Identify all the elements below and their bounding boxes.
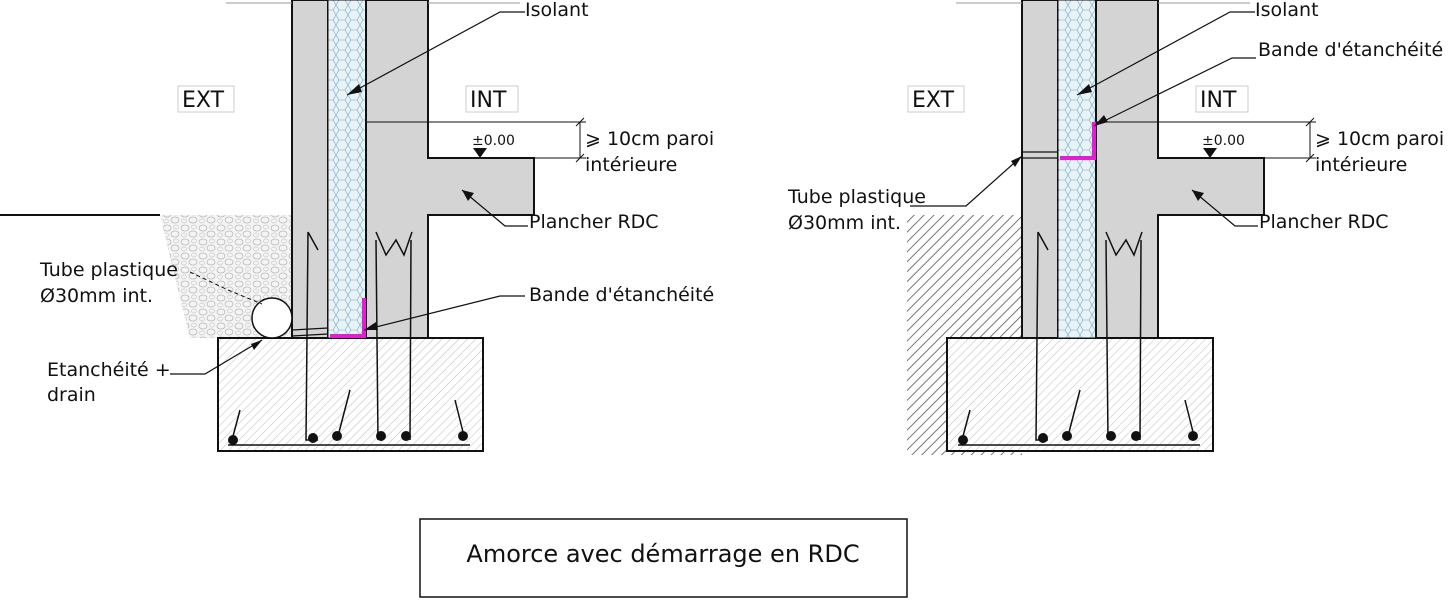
leader-plancher [461,189,528,227]
foundation-footing [946,337,1214,452]
label-level: ±0.00 [472,133,515,149]
label-paroi-1: ⩾ 10cm paroi [585,128,714,150]
leader-isolant [346,11,525,96]
leader-drain [170,339,263,375]
label-ext: EXT [182,88,225,113]
detail-right: EXT INT Isolant Bande d'étanchéité ±0.00… [787,0,1444,455]
detail-left: EXT INT Isolant ±0.00 ⩾ 10cm paroi intér… [0,0,714,452]
label-int: INT [470,88,507,113]
label-drain-1: Etanchéité + [47,359,171,381]
insulation-layer [327,0,367,339]
label-ext: EXT [912,88,955,113]
seal-band [1060,122,1096,160]
foundation-footing [217,337,484,452]
leader-tube [189,271,263,305]
label-tube-1: Tube plastique [787,186,926,208]
label-tube-2: Ø30mm int. [788,212,901,234]
caption-text: Amorce avec démarrage en RDC [466,540,859,568]
label-drain-2: drain [47,384,96,406]
label-level: ±0.00 [1202,133,1245,149]
label-plancher: Plancher RDC [529,211,659,233]
label-tube-1: Tube plastique [39,259,178,281]
label-plancher: Plancher RDC [1259,211,1389,233]
leader-bande [363,295,525,331]
outer-wall [291,0,329,339]
label-tube-2: Ø30mm int. [40,285,153,307]
label-paroi-2: intérieure [585,154,677,176]
rebar-inner-1 [375,231,413,441]
seal-band [330,298,366,338]
label-bande: Bande d'étanchéité [1258,39,1443,61]
label-int: INT [1200,88,1237,113]
insulation-layer [1057,0,1097,339]
drain-pipe [251,297,293,339]
inner-wall-and-slab [1095,0,1265,339]
label-isolant: Isolant [525,0,589,21]
caption-box [419,518,908,598]
label-isolant: Isolant [1255,0,1319,21]
inner-wall-and-slab [365,0,535,339]
outer-wall [1021,0,1059,339]
label-bande: Bande d'étanchéité [529,284,714,306]
label-paroi-2: intérieure [1315,154,1407,176]
label-paroi-1: ⩾ 10cm paroi [1315,128,1444,150]
